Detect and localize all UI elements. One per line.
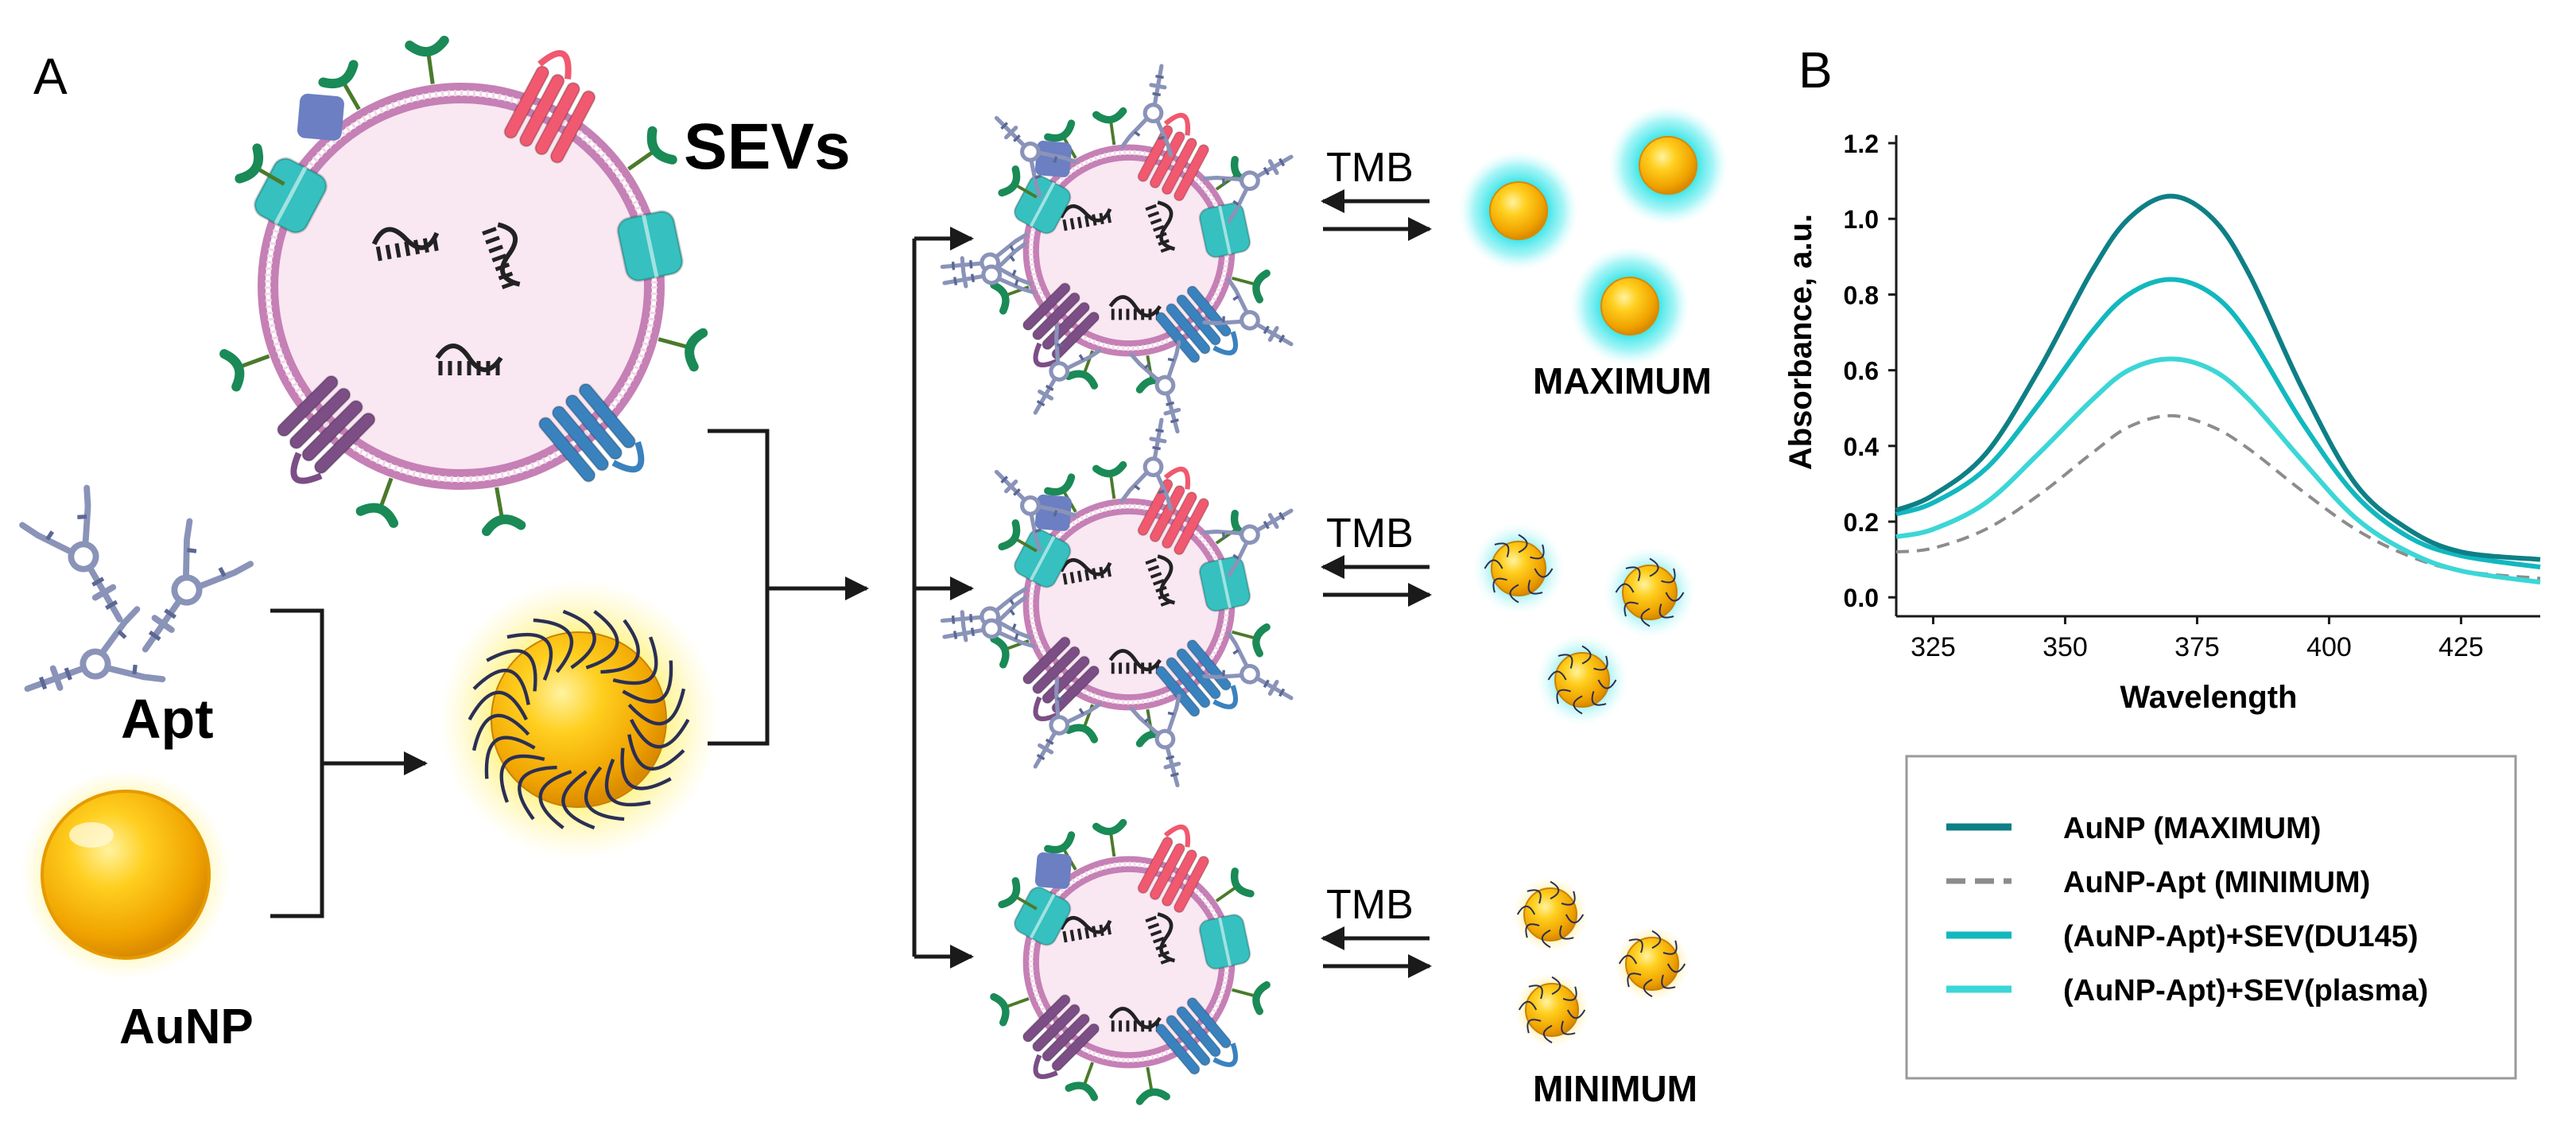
y-tick-label: 1.2 [1844, 130, 1879, 158]
aptamer-icon [942, 242, 1036, 295]
chart-xlabel: Wavelength [2120, 680, 2298, 715]
tmb-row3: TMB [1321, 882, 1432, 978]
x-tick-label: 400 [2306, 632, 2352, 662]
aptamer-icon [1033, 677, 1102, 769]
chart-ylabel: Absorbance, a.u. [1783, 214, 1818, 470]
tmb-label-row3: TMB [1326, 882, 1414, 928]
tmb-label-row2: TMB [1326, 511, 1414, 557]
y-tick-label: 0.8 [1844, 281, 1879, 309]
merge-bracket-right [708, 227, 974, 969]
legend-label: (AuNP-Apt)+SEV(DU145) [2063, 920, 2419, 953]
x-tick-label: 425 [2438, 632, 2484, 662]
series-line [1895, 277, 2541, 570]
minimum-label: MINIMUM [1533, 1068, 1697, 1109]
aptamer-icon [940, 232, 1033, 286]
aunp-glow-particle [1570, 247, 1690, 366]
aunp-glow-particle [1608, 106, 1728, 225]
panel-b-label: B [1798, 41, 1833, 99]
aunp-bare [21, 770, 231, 980]
aunp-coated-particle [1604, 546, 1696, 639]
sev-with-aptamers-row3 [990, 818, 1271, 1105]
aunp-coated-particle [439, 580, 719, 860]
y-tick-label: 0.6 [1844, 357, 1879, 386]
aptamer-icon [1202, 154, 1294, 223]
aptamer-icon [142, 518, 254, 653]
y-tick-label: 0.2 [1844, 508, 1879, 537]
aptamer-icon [24, 606, 166, 693]
chart-axes: 0.0 0.2 0.4 0.6 0.8 1.0 1.2 325 350 375 400 425 [1844, 130, 2540, 662]
aptamer-icon [1120, 64, 1174, 157]
tmb-row1: TMB [1321, 145, 1432, 241]
aptamer-icon [1202, 508, 1294, 577]
legend-label: AuNP (MAXIMUM) [2063, 812, 2321, 845]
chart-series [1895, 193, 2541, 585]
aptamer-group [19, 484, 254, 693]
sev-with-aptamers-row1 [940, 64, 1294, 434]
aptamer-icon [994, 469, 1077, 553]
aunp-coated-particle [1514, 972, 1590, 1048]
merge-bracket-left [270, 608, 428, 918]
aptamer-icon [19, 484, 123, 623]
aptamer-icon [1120, 417, 1174, 511]
aptamer-icon [1202, 631, 1294, 701]
absorbance-chart: 0.0 0.2 0.4 0.6 0.8 1.0 1.2 325 350 375 400 425 Wav… [1783, 130, 2541, 715]
legend-items: AuNP (MAXIMUM) AuNP-Apt (MINIMUM) (AuNP-Ap… [1946, 812, 2428, 1007]
aunp-coated-particle [1512, 876, 1589, 953]
aptamer-icon [1202, 278, 1294, 347]
legend-label: AuNP-Apt (MINIMUM) [2063, 866, 2370, 899]
x-tick-label: 325 [1911, 632, 1956, 662]
legend-box [1905, 755, 2517, 1080]
aunp-coated-particle [1472, 522, 1565, 615]
aptamer-icon [1129, 693, 1181, 788]
aptamer-icon [1129, 340, 1181, 434]
series-line [1895, 413, 2541, 580]
result-maximum-particles [1459, 106, 1728, 366]
y-tick-label: 0.0 [1844, 584, 1879, 612]
aunp-coated-particle [1536, 634, 1628, 726]
aunp-glow-particle [1459, 151, 1578, 270]
y-tick-label: 1.0 [1844, 205, 1879, 234]
legend-label: (AuNP-Apt)+SEV(plasma) [2063, 974, 2428, 1007]
chart-legend: AuNP (MAXIMUM) AuNP-Apt (MINIMUM) (AuNP-Ap… [1905, 755, 2517, 1080]
aunp-label: AuNP [119, 1000, 254, 1054]
aunp-coated-particle [1614, 926, 1690, 1002]
aunp-apt-conjugate [439, 580, 719, 860]
series-line [1895, 356, 2541, 585]
series-line [1895, 193, 2541, 562]
sevs-label: SEVs [684, 111, 851, 183]
aptamer-icon [1033, 324, 1102, 415]
sev-with-aptamers-row2 [940, 417, 1294, 788]
x-tick-label: 350 [2043, 632, 2088, 662]
tmb-label-row1: TMB [1326, 145, 1414, 191]
result-minimum-particles [1512, 876, 1690, 1048]
apt-label: Apt [121, 688, 214, 750]
y-tick-label: 0.4 [1844, 433, 1880, 461]
x-tick-label: 375 [2174, 632, 2220, 662]
result-intermediate-particles [1472, 522, 1696, 726]
aptamer-icon [994, 115, 1077, 199]
aptamer-icon [942, 596, 1036, 649]
tmb-row2: TMB [1321, 511, 1432, 607]
panel-a-label: A [33, 48, 68, 105]
maximum-label: MAXIMUM [1533, 360, 1712, 402]
sev-large-vesicle [219, 35, 708, 537]
